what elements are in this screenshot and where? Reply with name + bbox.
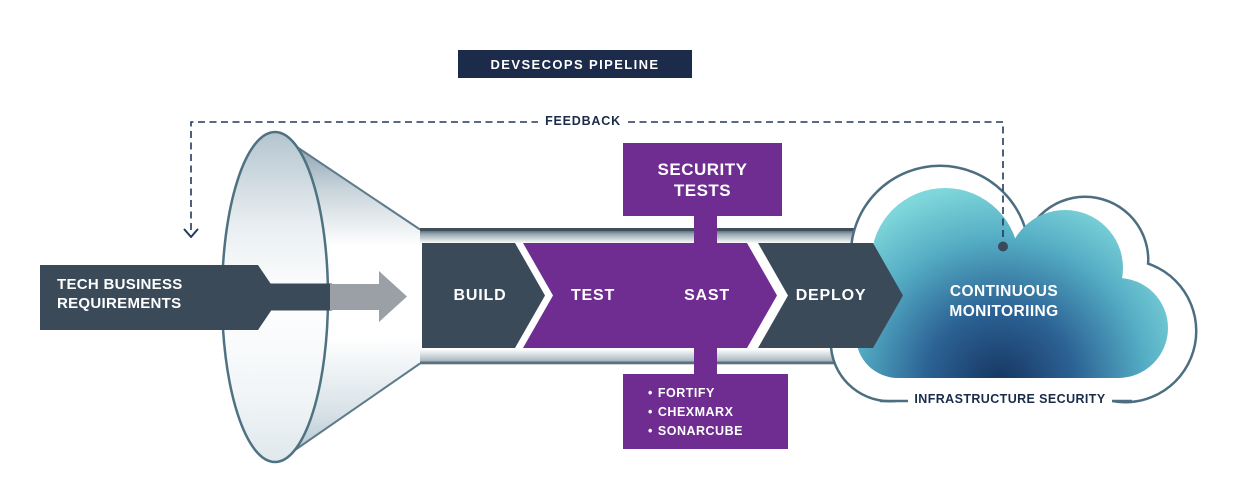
stage-label-sast: SAST bbox=[684, 287, 730, 304]
stage-label-deploy: DEPLOY bbox=[795, 287, 867, 304]
input-arrow-icon bbox=[330, 271, 407, 322]
stage-label-build: BUILD bbox=[453, 287, 507, 304]
pipe bbox=[420, 228, 885, 365]
feedback-line-right bbox=[628, 121, 1004, 239]
tool-label-sonarcube: SONARCUBE bbox=[657, 423, 743, 438]
feedback-label: FEEDBACK bbox=[545, 114, 621, 128]
security-tools-list: • FORTIFY • CHEXMARX • SONARCUBE bbox=[623, 374, 788, 449]
security-tests-connectors bbox=[623, 143, 788, 449]
tech-requirements-line2: REQUIREMENTS bbox=[57, 294, 182, 312]
security-tests-label: SECURITY TESTS bbox=[623, 143, 782, 216]
page-title: DEVSECOPS PIPELINE bbox=[458, 50, 692, 78]
security-tests-box bbox=[623, 143, 782, 216]
stage-label-test: TEST bbox=[570, 287, 616, 304]
security-tools-box bbox=[623, 374, 788, 449]
continuous-monitoring-line2: MONITORIING bbox=[949, 303, 1059, 320]
list-item: • SONARCUBE bbox=[648, 424, 788, 438]
arrow-down-icon bbox=[183, 228, 199, 238]
infrastructure-security-label: INFRASTRUCTURE SECURITY bbox=[908, 391, 1112, 407]
list-item: • CHEXMARX bbox=[648, 405, 788, 419]
bullet-icon: • bbox=[648, 385, 653, 400]
continuous-monitoring-label: CONTINUOUS MONITORIING bbox=[918, 282, 1090, 322]
page-title-text: DEVSECOPS PIPELINE bbox=[490, 56, 660, 72]
bullet-icon: • bbox=[648, 404, 653, 419]
pipeline-chevrons bbox=[422, 243, 903, 348]
list-item: • FORTIFY bbox=[648, 386, 788, 400]
tool-label-fortify: FORTIFY bbox=[657, 385, 715, 400]
feedback-line-left bbox=[190, 121, 538, 230]
tech-requirements-line1: TECH BUSINESS bbox=[57, 276, 183, 293]
tech-requirements-shape bbox=[40, 265, 332, 330]
tech-requirements-label: TECH BUSINESS REQUIREMENTS bbox=[57, 276, 267, 313]
security-tests-line2: TESTS bbox=[673, 180, 732, 200]
bullet-icon: • bbox=[648, 423, 653, 438]
feedback-endpoint-dot bbox=[998, 241, 1008, 252]
stage-test-sast-shape bbox=[523, 243, 777, 348]
stage-build-shape bbox=[422, 243, 545, 348]
continuous-monitoring-line1: CONTINUOUS bbox=[949, 283, 1059, 300]
cloud-fill bbox=[856, 188, 1168, 378]
tool-label-chexmarx: CHEXMARX bbox=[657, 404, 734, 419]
stage-deploy-shape bbox=[758, 243, 903, 348]
security-tests-line1: SECURITY bbox=[657, 159, 748, 179]
